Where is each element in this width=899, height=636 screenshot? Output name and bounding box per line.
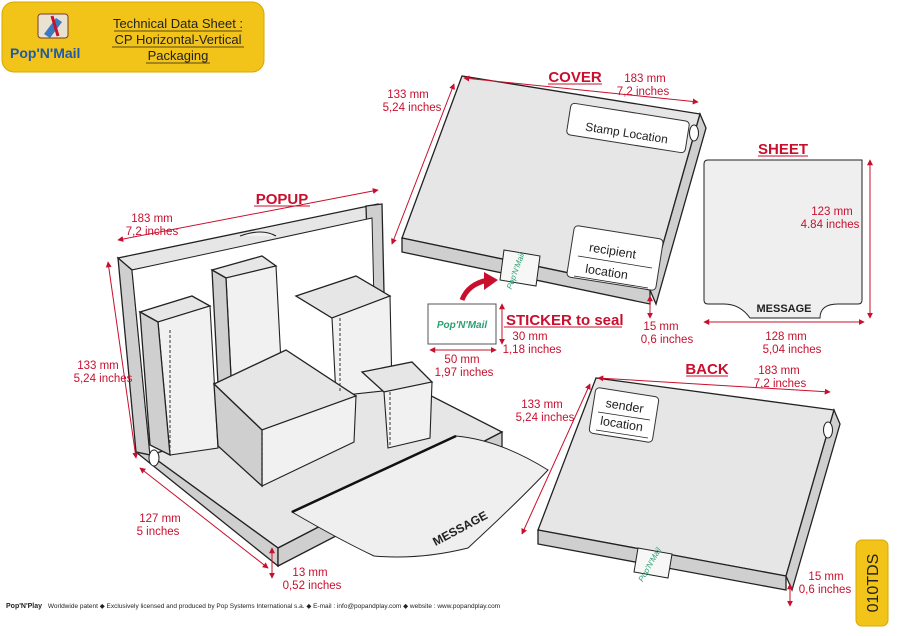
footer-text: Pop'N'Play Worldwide patent ◆ Exclusivel… (6, 603, 500, 610)
popup-depth-arrow (139, 467, 269, 569)
cover-illustration: Stamp Location recipient location Pop'N'… (401, 75, 707, 306)
cover-thickness-in: 0,6 inches (641, 334, 694, 346)
back-width-arrow (597, 375, 831, 395)
back-height-arrow (521, 383, 591, 535)
cover-height-in: 5,24 inches (383, 102, 442, 114)
sheet-width-mm: 128 mm (765, 331, 807, 343)
reference-code-badge: 010TDS (855, 539, 889, 627)
cover-thickness-mm: 15 mm (643, 321, 678, 333)
back-width-mm: 183 mm (758, 365, 800, 377)
sheet-message-label: MESSAGE (756, 303, 811, 315)
popup-thickness-mm: 13 mm (292, 567, 327, 579)
popup-width-arrow (117, 188, 379, 242)
sticker-height-mm: 30 mm (512, 331, 547, 343)
back-location-label: location (599, 414, 644, 435)
sticker-width-mm: 50 mm (444, 354, 479, 366)
cover-height-mm: 133 mm (387, 89, 429, 101)
cover-width-mm: 183 mm (624, 73, 666, 85)
popup-depth-in: 5 inches (137, 526, 180, 538)
back-width-in: 7,2 inches (754, 378, 807, 390)
sheet-height-in: 4.84 inches (801, 219, 860, 231)
brand-logo: Pop'N'Mail (10, 13, 80, 61)
sticker-height-in: 1,18 inches (503, 344, 562, 356)
sheet-illustration: MESSAGE (703, 159, 863, 319)
popup-width-mm: 183 mm (131, 213, 173, 225)
footer-brand: Pop'N'Play (6, 603, 42, 610)
cover-height-arrow (391, 83, 455, 245)
back-height-in: 5,24 inches (516, 412, 575, 424)
sheet-height-mm: 123 mm (811, 206, 853, 218)
popup-width-in: 7,2 inches (126, 226, 179, 238)
popup-title: POPUP (256, 191, 309, 208)
popup-height-in: 5,24 inches (74, 373, 133, 385)
sheet-title: SHEET (758, 141, 808, 158)
popup-height-mm: 133 mm (77, 360, 119, 372)
sticker-title: STICKER to seal (506, 312, 624, 329)
back-thickness-in: 0,6 inches (799, 584, 852, 596)
cover-title: COVER (548, 69, 602, 86)
back-illustration: sender location Pop'N'Mail (537, 377, 841, 592)
header-badge: Pop'N'Mail Technical Data Sheet : CP Hor… (1, 1, 265, 73)
cover-width-arrow (463, 75, 699, 105)
header-title-line-2: CP Horizontal-Vertical (115, 32, 242, 47)
cover-location-label: location (584, 262, 629, 283)
back-title: BACK (685, 361, 728, 378)
sticker-illustration: Pop'N'Mail (427, 272, 498, 345)
back-height-mm: 133 mm (521, 399, 563, 411)
brand-logo-text: Pop'N'Mail (10, 45, 80, 61)
header-title-line-1: Technical Data Sheet : (113, 16, 243, 31)
sheet-width-in: 5,04 inches (763, 344, 822, 356)
header-title-line-3: Packaging (148, 48, 209, 63)
back-sender-label: sender (605, 396, 645, 416)
popup-depth-mm: 127 mm (139, 513, 181, 525)
popup-height-arrow (105, 261, 139, 459)
sticker-width-in: 1,97 inches (435, 367, 494, 379)
footer-legal: Worldwide patent ◆ Exclusively licensed … (48, 603, 500, 610)
reference-code: 010TDS (865, 554, 882, 613)
sticker-logo: Pop'N'Mail (437, 320, 488, 331)
back-thickness-mm: 15 mm (808, 571, 843, 583)
cover-width-in: 7,2 inches (617, 86, 670, 98)
popup-thickness-in: 0,52 inches (283, 580, 342, 592)
